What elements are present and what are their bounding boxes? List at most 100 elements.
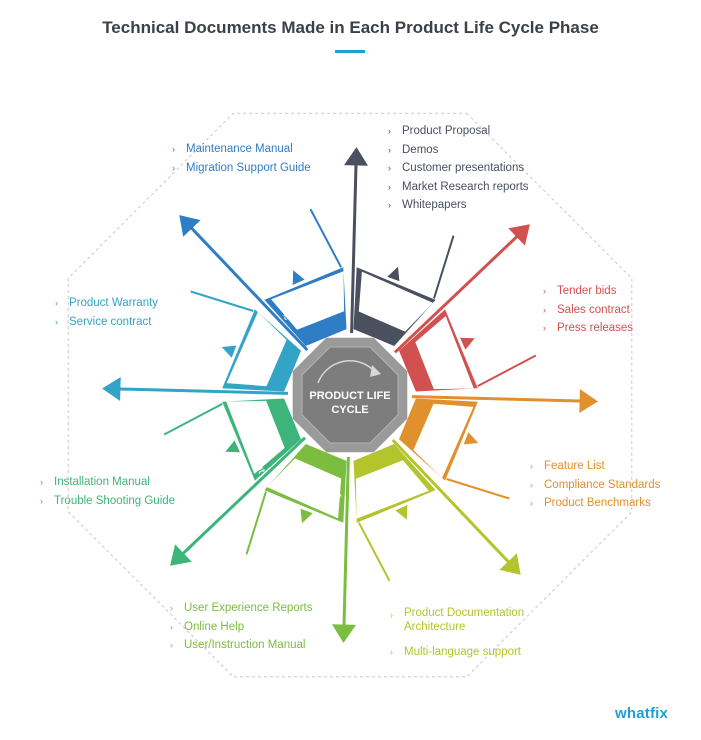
doc-item-text: Online Help [184, 620, 245, 633]
page-title: Technical Documents Made in Each Product… [102, 18, 599, 37]
doc-list-after-sales-service: ›Product Warranty›Service contract [55, 294, 158, 331]
doc-item: › Trouble Shooting Guide [40, 492, 175, 511]
doc-item-text: Migration Support Guide [186, 161, 311, 174]
doc-list-product-requirements: › Feature List ›Compliance Standards› Produ… [530, 457, 660, 513]
segment-after-sales-service: After SalesService [102, 290, 301, 401]
doc-item: ›Customer presentations [388, 159, 529, 178]
segment-connector [446, 478, 510, 500]
segment-tab [292, 270, 305, 285]
doc-item-text: Feature List [544, 460, 605, 472]
segment-tab [395, 505, 408, 520]
segment-tab [221, 345, 237, 358]
segment-panel [413, 403, 474, 478]
doc-item: › Product Proposal [388, 122, 529, 141]
segment-arrow-head [499, 553, 521, 575]
doc-item-text: Product Proposal [402, 125, 491, 137]
doc-item-text: Press releases [557, 322, 634, 334]
segment-arrow-line [391, 438, 513, 566]
chevron-right-icon: › [55, 298, 58, 308]
chevron-right-icon: › [543, 323, 546, 333]
segment-connector [245, 491, 267, 555]
doc-item: › Product Documentation Architecture [390, 606, 554, 637]
outer-octagon-border [67, 112, 633, 678]
cycle-arrow-head-icon [370, 365, 381, 377]
segment-maintenance-and-migration: Maintenanceand Migration [179, 208, 347, 352]
segment-connector [358, 522, 391, 582]
doc-item: › Demos [388, 141, 529, 160]
segment-arrow-line [116, 387, 289, 395]
chevron-right-icon: › [170, 621, 173, 632]
doc-item: ›Market Research reports [388, 178, 529, 197]
doc-item: ›Tender bids [543, 282, 633, 301]
doc-item: › Sales contract [543, 301, 633, 320]
segment-panel [415, 316, 474, 390]
doc-item-text: Trouble Shooting Guide [54, 494, 176, 507]
doc-item-text: Installation Manual [54, 476, 150, 488]
segment-arrow-head [332, 624, 356, 643]
doc-item-text: Market Research reports [402, 180, 529, 193]
doc-item: ›Service contract [55, 313, 158, 332]
doc-item-text: Multi-language support [404, 645, 521, 658]
doc-item-text: User/Instruction Manual [184, 639, 306, 651]
segment-architecture-and-design: Architectureand Design [353, 438, 521, 582]
segment-installation-and-deployment: Installationand Deployment [163, 398, 307, 566]
chevron-right-icon: › [388, 126, 391, 136]
segment-sale-agreement: Product SaleAgreement [393, 224, 537, 392]
chevron-right-icon: › [170, 640, 173, 650]
doc-item-text: Demos [402, 143, 439, 156]
doc-list-product-sale-agreement: ›Tender bids›Sales contract›Press releas… [543, 282, 633, 338]
doc-item: › Product Benchmarks [530, 494, 660, 513]
doc-item-text: Whitepapers [402, 199, 467, 211]
segment-connector [163, 403, 223, 436]
segment-panel [271, 271, 345, 330]
doc-item-text: Sales contract [557, 303, 630, 316]
doc-item: › User Experience Reports [170, 599, 312, 618]
doc-item: › Press releases [543, 319, 633, 338]
doc-item: › Whitepapers [388, 196, 529, 215]
doc-list-product-pre-sales: ›Product Proposal›Demos›Customer present… [388, 122, 529, 215]
doc-list-installation-and-deployment: › Installation Manual › Trouble Shooting Gu… [40, 473, 175, 510]
segment-connector [477, 354, 537, 387]
doc-item-text: Product Documentation Architecture [404, 607, 525, 633]
doc-item-text: Customer presentations [402, 162, 525, 174]
segment-arrow-head [579, 389, 598, 413]
segment-development-and-testing: Developmentand Testing [245, 444, 356, 643]
hub-product-life-cycle: PRODUCT LIFE CYCLE [292, 337, 408, 453]
segment-arrow-line [342, 456, 350, 629]
hub-label-line2: CYCLE [331, 404, 368, 416]
chevron-right-icon: › [388, 200, 391, 210]
segment-arrow-head [508, 224, 530, 246]
chevron-right-icon: › [390, 610, 393, 620]
hub-label-line1: PRODUCT LIFE [309, 390, 390, 402]
segment-panel [267, 458, 342, 519]
chevron-right-icon: › [55, 316, 58, 327]
chevron-right-icon: › [530, 498, 533, 508]
chevron-right-icon: › [543, 304, 546, 315]
segment-tab [463, 432, 479, 445]
cycle-arrow-icon [317, 360, 377, 384]
doc-item: ›Compliance Standards [530, 476, 660, 495]
doc-item: ›Migration Support Guide [172, 159, 311, 178]
segment-tab [387, 266, 400, 282]
segment-arrow-line [393, 232, 521, 354]
doc-item-text: Maintenance Manual [186, 143, 293, 155]
chevron-right-icon: › [390, 646, 393, 657]
segment-arrow-head [344, 147, 368, 166]
segment-panel [358, 271, 433, 332]
segment-connector [309, 208, 342, 268]
segment-panel [355, 460, 429, 519]
doc-item-text: Product Benchmarks [544, 497, 651, 509]
chevron-right-icon: › [388, 144, 391, 155]
whatfix-logo: whatfix [615, 705, 669, 722]
segment-connector [433, 235, 455, 299]
chevron-right-icon: › [170, 603, 173, 613]
doc-item: › Online Help [170, 618, 312, 637]
chevron-right-icon: › [40, 495, 43, 506]
chevron-right-icon: › [543, 286, 546, 296]
doc-list-maintenance-and-migration: ›Maintenance Manual›Migration Support Gu… [172, 140, 311, 177]
segment-arrow-head [179, 215, 201, 237]
doc-item-text: User Experience Reports [184, 602, 313, 614]
segment-connector [190, 290, 254, 312]
title-underline [335, 50, 365, 53]
